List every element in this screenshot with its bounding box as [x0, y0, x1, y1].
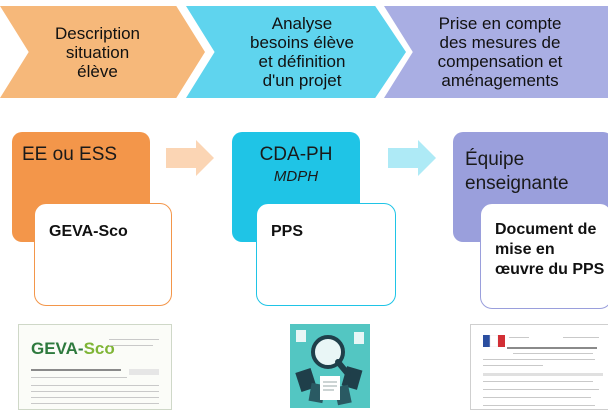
document-title-line: œuvre du PPS [495, 261, 605, 278]
geva-sco-document-thumbnail: GEVA-Sco [18, 324, 172, 410]
document-card-pps: PPS [256, 203, 396, 306]
document-card-mise-en-oeuvre: Document de mise en œuvre du PPS [480, 203, 608, 309]
document-title-line: Document de [495, 221, 597, 238]
document-card-geva-sco: GEVA-Sco [34, 203, 172, 306]
arrow-right-icon [388, 140, 436, 176]
actor-label: CDA-PH [259, 144, 333, 165]
step-chevron-analyse: Analyse besoins élève et définition d'un… [186, 6, 406, 98]
actor-label-line: Équipe [465, 149, 525, 170]
chevron-text-line: d'un projet [262, 71, 342, 90]
logo-text: Sco [83, 339, 115, 358]
step-chevron-description: Description situation élève [0, 6, 205, 98]
chevron-text-line: besoins élève [250, 33, 354, 52]
document-title: Document de mise en œuvre du PPS [495, 220, 604, 280]
chevron-text-line: Description [54, 23, 141, 43]
step-chevron-prise-en-compte: Prise en compte des mesures de compensat… [384, 6, 608, 98]
arrow-right-icon [166, 140, 214, 176]
magnifier-documents-icon [290, 324, 370, 408]
chevron-text-line: compensation et [437, 52, 563, 71]
document-title: PPS [271, 223, 304, 240]
flag-logo-icon [483, 335, 505, 347]
chevron-text-line: Prise en compte [438, 14, 562, 33]
actor-sublabel: MDPH [273, 168, 319, 185]
chevron-text-line: Analyse [271, 14, 333, 33]
document-title-line: mise en [495, 241, 555, 258]
chevron-text-line: aménagements [441, 71, 559, 90]
geva-sco-logo: GEVA-Sco [31, 339, 115, 359]
logo-text: GEVA- [31, 339, 84, 358]
actor-label: EE ou ESS [22, 144, 118, 165]
chevron-text-line: des mesures de [439, 33, 561, 52]
pps-illustration [290, 324, 370, 408]
chevron-text-line: et définition [258, 52, 346, 71]
actor-label-line: enseignante [465, 173, 569, 194]
actor-label: Équipe enseignante [465, 148, 569, 196]
document-title: GEVA-Sco [49, 223, 128, 240]
chevron-text-line: élève [77, 61, 118, 81]
mise-en-oeuvre-document-thumbnail [470, 324, 608, 410]
chevron-text-line: situation [65, 42, 130, 62]
